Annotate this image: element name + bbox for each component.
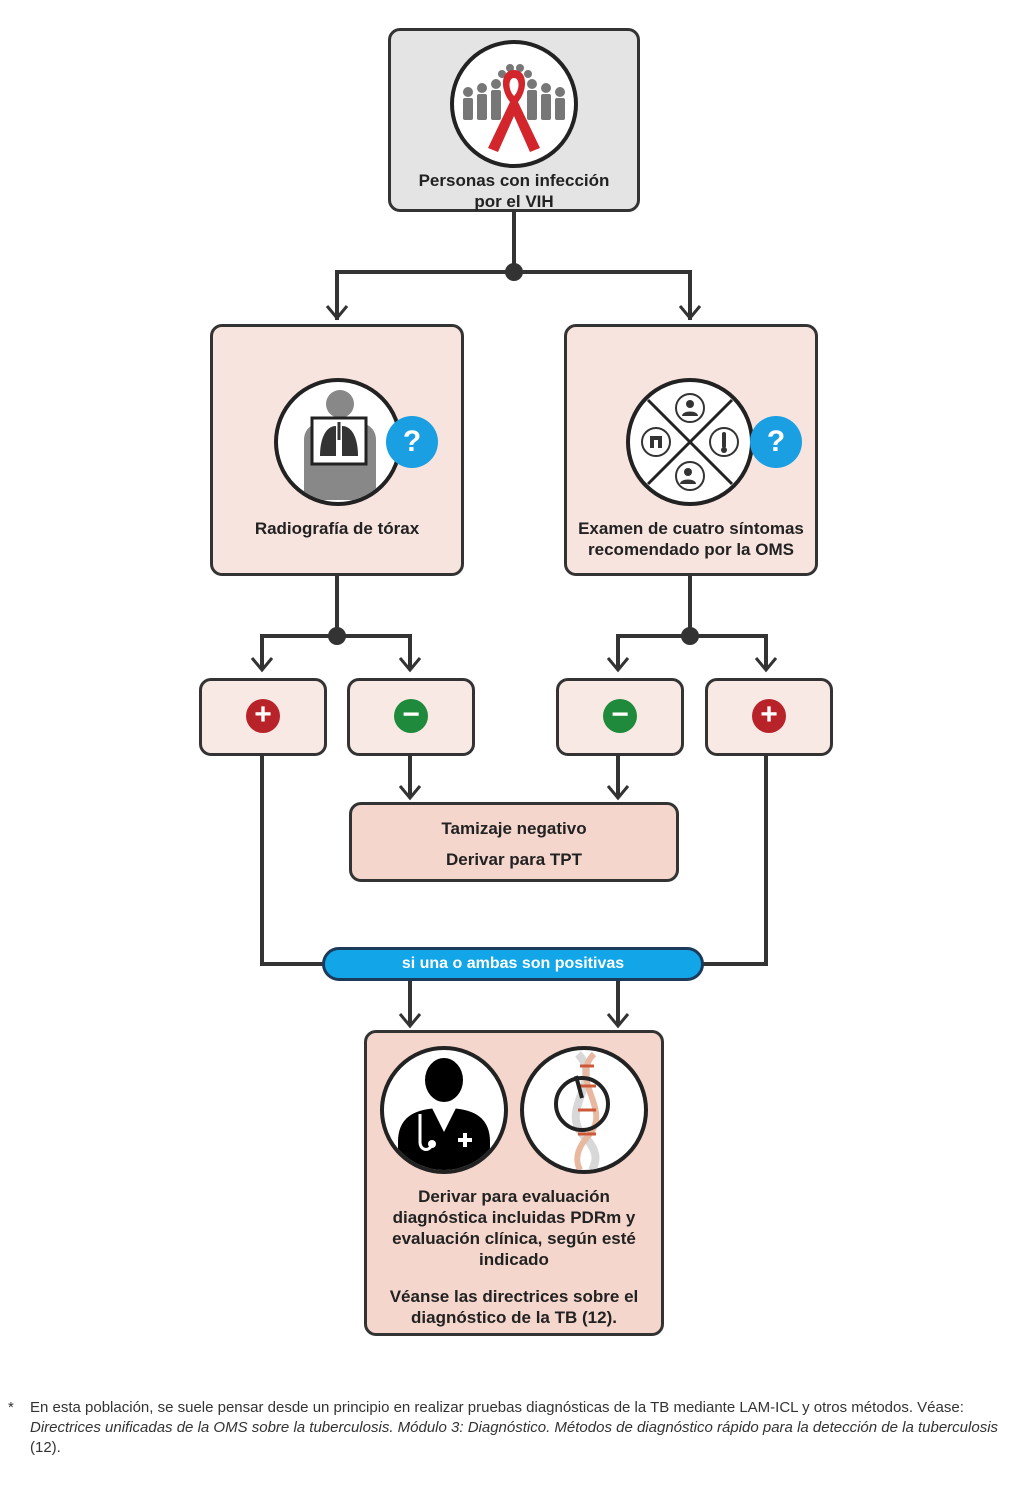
footnote-part1: En esta población, se suele pensar desde… [30,1399,964,1416]
rapid-test-dna-icon [520,1046,648,1174]
guidelines-reference-text: Véanse las directrices sobre el diagnóst… [389,1287,639,1327]
arrowhead [606,785,630,801]
clinician-icon [380,1046,508,1174]
chest-xray-label: Radiografía de tórax [254,519,420,538]
condition-pill: si una o ambas son positivas [322,947,704,981]
arrowhead [398,785,422,801]
arrowhead [398,1013,422,1029]
footnote-text: En esta población, se suele pensar desde… [30,1398,1018,1458]
negative-screening-node [349,802,679,882]
connector-pos-left [260,756,325,966]
plus-icon: + [246,699,280,733]
arrowhead [754,657,778,673]
diagnostic-evaluation-text: Derivar para evaluación diagnóstica incl… [392,1187,636,1269]
question-badge: ? [750,416,802,468]
footnote-marker: * [8,1399,14,1416]
footnote: * En esta población, se suele pensar des… [8,1398,1018,1458]
arrowhead [606,1013,630,1029]
footnote-part2: (12). [30,1439,61,1456]
junction-dot [681,627,699,645]
four-symptoms-icon [626,378,754,506]
hiv-ribbon-people-icon [450,40,578,168]
hiv-population-label: Personas con infección por el VIH [418,171,610,211]
plus-icon: + [752,699,786,733]
refer-tpt-label: Derivar para TPT [445,850,583,869]
arrowhead [325,305,349,321]
negative-screening-label: Tamizaje negativo [441,819,587,838]
arrowhead [606,657,630,673]
minus-icon: − [394,699,428,733]
arrowhead [398,657,422,673]
four-symptoms-label: Examen de cuatro síntomas recomendado po… [578,519,804,559]
question-badge: ? [386,416,438,468]
chest-xray-icon [274,378,402,506]
connector-pos-right [702,756,768,966]
junction-dot [328,627,346,645]
result-box-symptoms-positive [705,678,833,756]
arrowhead [678,305,702,321]
footnote-citation: Directrices unificadas de la OMS sobre l… [30,1419,999,1436]
minus-icon: − [603,699,637,733]
junction-dot [505,263,523,281]
arrowhead [250,657,274,673]
